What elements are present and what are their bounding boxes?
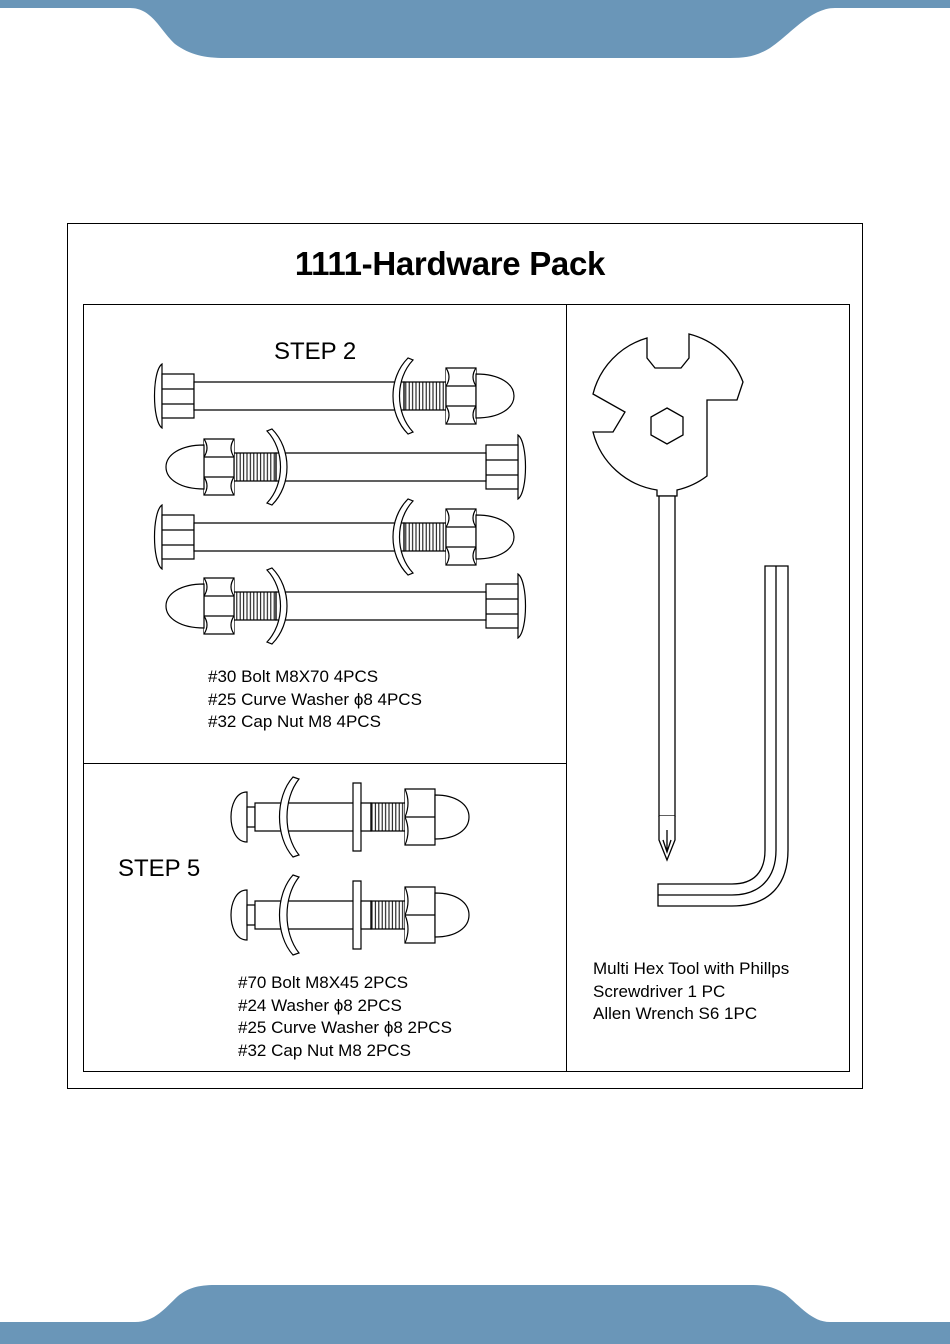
tools-item-2: Screwdriver 1 PC: [593, 981, 789, 1004]
step5-part-2: #24 Washer ϕ8 2PCS: [238, 995, 452, 1018]
step2-part-3: #32 Cap Nut M8 4PCS: [208, 711, 422, 734]
allen-wrench-icon: [650, 560, 800, 910]
step5-label: STEP 5: [118, 855, 200, 883]
footer-band: [0, 1284, 950, 1344]
tools-item-1: Multi Hex Tool with Phillps: [593, 958, 789, 981]
step5-parts-list: #70 Bolt M8X45 2PCS #24 Washer ϕ8 2PCS #…: [238, 972, 452, 1062]
step2-bolt-illustration: [150, 362, 530, 652]
step5-part-3: #25 Curve Washer ϕ8 2PCS: [238, 1017, 452, 1040]
step5-bolt-illustration: [225, 775, 475, 965]
step2-part-2: #25 Curve Washer ϕ8 4PCS: [208, 689, 422, 712]
step5-part-1: #70 Bolt M8X45 2PCS: [238, 972, 452, 995]
step5-part-4: #32 Cap Nut M8 2PCS: [238, 1040, 452, 1063]
step2-part-1: #30 Bolt M8X70 4PCS: [208, 666, 422, 689]
tools-list: Multi Hex Tool with Phillps Screwdriver …: [593, 958, 789, 1026]
step2-parts-list: #30 Bolt M8X70 4PCS #25 Curve Washer ϕ8 …: [208, 666, 422, 734]
horizontal-divider: [83, 763, 567, 764]
header-band: [0, 0, 950, 60]
page-title: 1111-Hardware Pack: [0, 245, 900, 283]
vertical-divider: [566, 304, 567, 1072]
tools-item-3: Allen Wrench S6 1PC: [593, 1003, 789, 1026]
